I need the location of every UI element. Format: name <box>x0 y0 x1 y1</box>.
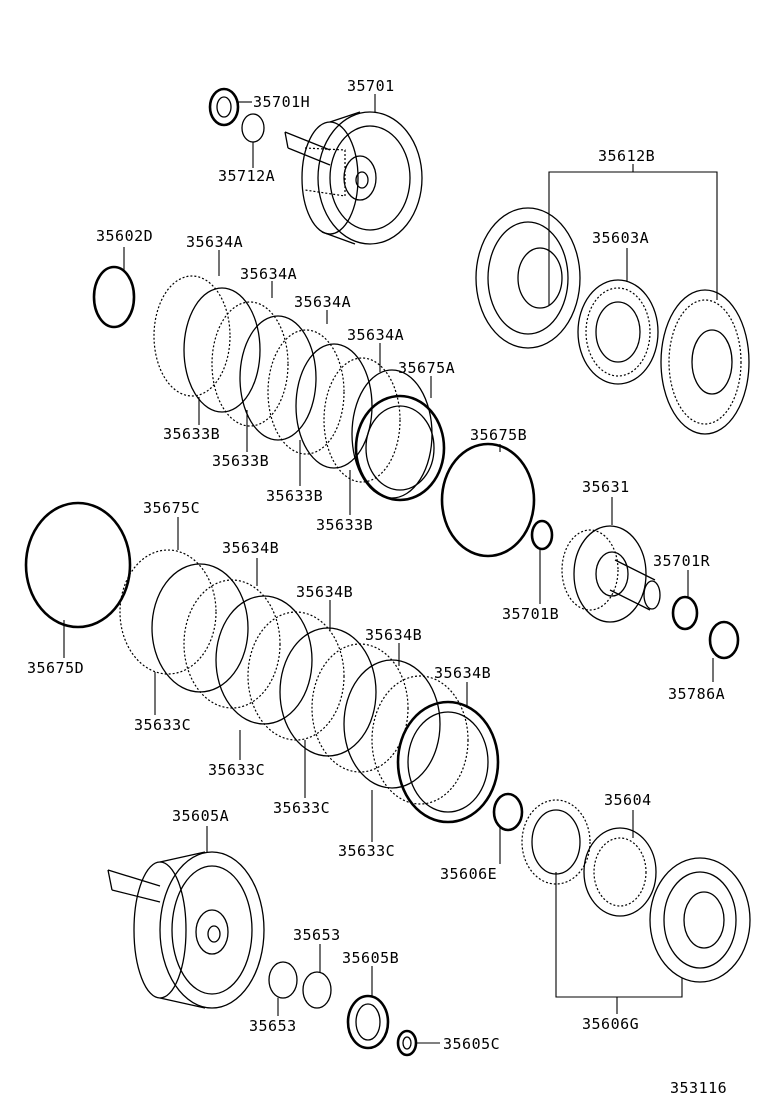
snap-ring-35675B <box>440 442 536 558</box>
label-35634A-2: 35634A <box>240 265 298 283</box>
label-35701: 35701 <box>347 77 395 95</box>
washer-35701H <box>208 87 240 127</box>
bearing-35786A <box>708 620 740 660</box>
label-35633B-3: 35633B <box>266 487 324 505</box>
label-35633C-3: 35633C <box>273 799 331 817</box>
label-35712A: 35712A <box>218 167 276 185</box>
washer-35701B <box>530 519 554 551</box>
oring-35653-upper <box>268 961 298 999</box>
label-35633C-4: 35633C <box>338 842 396 860</box>
bearing-35605C <box>396 1029 418 1057</box>
label-35633C-1: 35633C <box>134 716 192 734</box>
label-35634A-4: 35634A <box>347 326 405 344</box>
pressure-plate-35675A <box>354 394 446 502</box>
drum-35701 <box>284 111 423 245</box>
drum-35605A <box>107 851 265 1009</box>
diagram-code: 353116 <box>670 1079 728 1097</box>
label-35605B: 35605B <box>342 949 400 967</box>
label-35634B-2: 35634B <box>296 583 354 601</box>
label-35612B: 35612B <box>598 147 656 165</box>
snap-ring-35675D <box>24 501 132 629</box>
clutch-pack-upper <box>153 275 433 499</box>
oring-35653-lower <box>302 971 332 1009</box>
label-35653-2: 35653 <box>249 1017 297 1035</box>
label-35675B: 35675B <box>470 426 528 444</box>
label-35675A: 35675A <box>398 359 456 377</box>
label-35675D: 35675D <box>27 659 85 677</box>
snap-ring-35606E <box>492 792 524 832</box>
bearing-35605B <box>346 994 390 1050</box>
snap-ring-35602D <box>92 265 136 329</box>
label-35786A: 35786A <box>668 685 726 703</box>
leader-lines <box>63 94 718 1044</box>
label-35675C: 35675C <box>143 499 201 517</box>
label-35633B-2: 35633B <box>212 452 270 470</box>
label-35701R: 35701R <box>653 552 711 570</box>
label-35633B-1: 35633B <box>163 425 221 443</box>
label-35605A: 35605A <box>172 807 230 825</box>
oring-35712A <box>241 113 265 143</box>
assembly-35606G <box>521 799 751 983</box>
label-35604: 35604 <box>604 791 652 809</box>
label-35634A-1: 35634A <box>186 233 244 251</box>
label-35605C: 35605C <box>443 1035 501 1053</box>
label-35631: 35631 <box>582 478 630 496</box>
assembly-35612B <box>475 207 750 435</box>
washer-35701R <box>671 595 699 631</box>
label-35634B-3: 35634B <box>365 626 423 644</box>
label-35603A: 35603A <box>592 229 650 247</box>
label-35606E: 35606E <box>440 865 498 883</box>
label-35633C-2: 35633C <box>208 761 266 779</box>
label-35653-1: 35653 <box>293 926 341 944</box>
hub-35631 <box>561 525 661 623</box>
label-35634B-4: 35634B <box>434 664 492 682</box>
label-35701B: 35701B <box>502 605 560 623</box>
label-35602D: 35602D <box>96 227 154 245</box>
label-35634B-1: 35634B <box>222 539 280 557</box>
label-35633B-4: 35633B <box>316 516 374 534</box>
label-35606G: 35606G <box>582 1015 640 1033</box>
label-35634A-3: 35634A <box>294 293 352 311</box>
clutch-pack-lower <box>119 549 500 824</box>
label-35701H: 35701H <box>253 93 311 111</box>
